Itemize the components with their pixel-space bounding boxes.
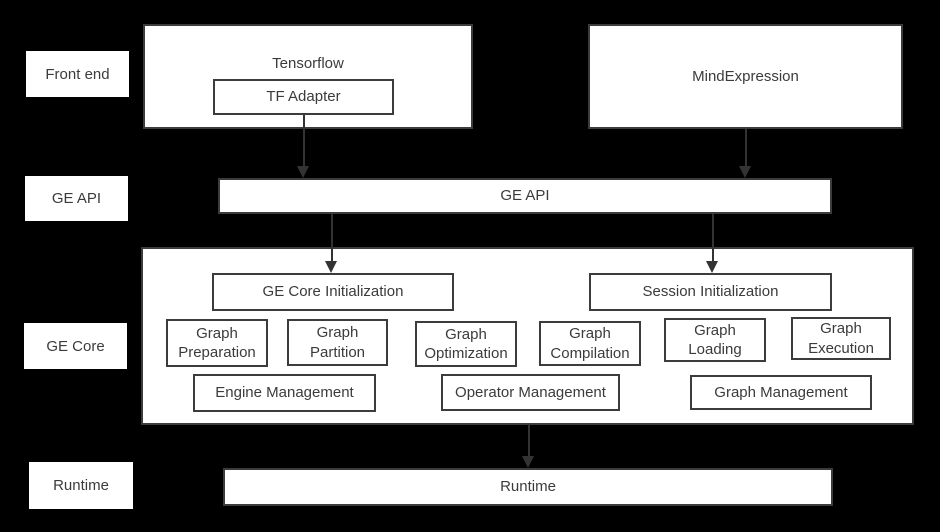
arrow-down-icon bbox=[325, 261, 337, 273]
arrow-tf-adapter-to-ge-api bbox=[297, 115, 310, 178]
box-runtime: Runtime bbox=[223, 468, 833, 506]
tensorflow-label: Tensorflow bbox=[272, 55, 344, 72]
box-session-initialization: Session Initialization bbox=[589, 273, 832, 311]
box-graph-loading: Graph Loading bbox=[664, 318, 766, 362]
side-label-ge-core: GE Core bbox=[24, 323, 127, 369]
box-graph-partition: Graph Partition bbox=[287, 319, 388, 366]
arrow-ge-core-to-runtime bbox=[522, 425, 535, 468]
box-ge-core-initialization: GE Core Initialization bbox=[212, 273, 454, 311]
arrow-stem bbox=[711, 214, 714, 263]
box-graph-execution: Graph Execution bbox=[791, 317, 891, 360]
arrow-down-icon bbox=[297, 166, 309, 178]
side-label-ge-api: GE API bbox=[25, 176, 128, 221]
box-tensorflow: Tensorflow TF Adapter bbox=[143, 24, 473, 129]
box-operator-management: Operator Management bbox=[441, 374, 620, 411]
arrow-stem bbox=[527, 425, 530, 458]
box-mindexpression: MindExpression bbox=[588, 24, 903, 129]
box-graph-preparation: Graph Preparation bbox=[166, 319, 268, 367]
arrow-ge-api-to-session-initialization bbox=[706, 214, 719, 273]
side-label-runtime: Runtime bbox=[29, 462, 133, 509]
box-ge-api: GE API bbox=[218, 178, 832, 214]
box-graph-compilation: Graph Compilation bbox=[539, 321, 641, 366]
box-tf-adapter: TF Adapter bbox=[213, 79, 394, 115]
side-label-front-end: Front end bbox=[26, 51, 129, 97]
arrow-stem bbox=[330, 214, 333, 263]
arrow-down-icon bbox=[706, 261, 718, 273]
arrow-stem bbox=[744, 129, 747, 168]
box-graph-optimization: Graph Optimization bbox=[415, 321, 517, 367]
box-engine-management: Engine Management bbox=[193, 374, 376, 412]
box-graph-management: Graph Management bbox=[690, 375, 872, 410]
arrow-stem bbox=[302, 115, 305, 168]
arrow-down-icon bbox=[522, 456, 534, 468]
arrow-ge-api-to-ge-core-initialization bbox=[325, 214, 338, 273]
arrow-mindexpression-to-ge-api bbox=[739, 129, 752, 178]
arrow-down-icon bbox=[739, 166, 751, 178]
